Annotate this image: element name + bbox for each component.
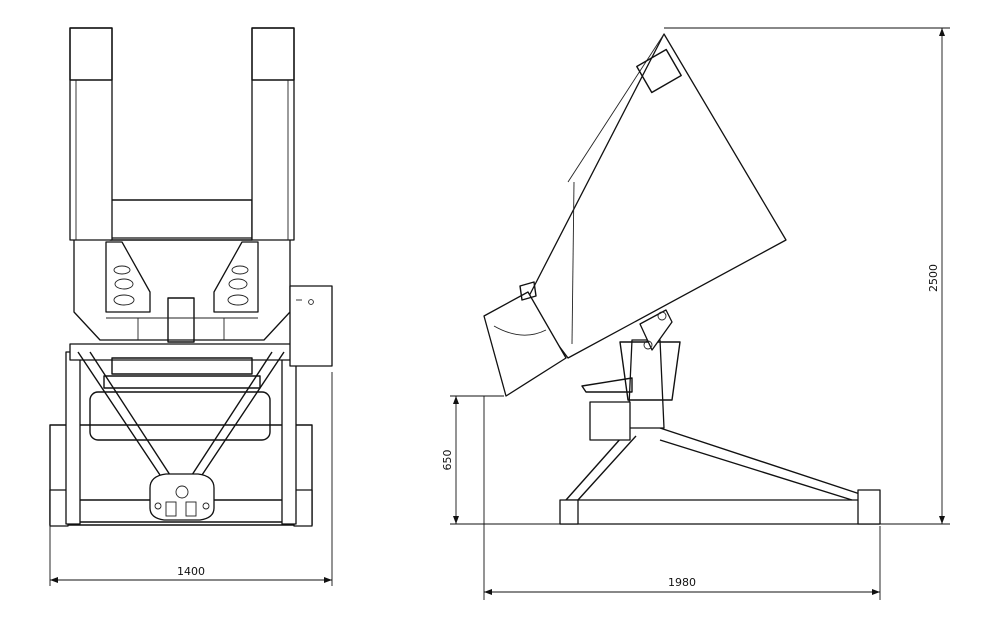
side-foot-left [559,499,579,525]
side-gearbox [589,401,631,441]
front-arm-left [69,27,113,241]
side-chute [483,291,567,397]
front-drum [89,391,271,441]
side-view [483,33,881,525]
front-leg-left [65,351,81,525]
front-side-plate-right [213,241,259,313]
front-brace-right [199,351,285,479]
side-base [559,499,881,525]
dim-side-length: 1980 [668,576,696,589]
front-motor-box [289,285,333,367]
side-foot-right [857,489,881,525]
front-tray-lower [103,375,261,389]
side-hopper-plate [636,48,682,94]
dim-front-width: 1400 [177,565,205,578]
front-hopper-top [109,199,253,241]
front-arm-right [251,27,295,241]
side-base-strut-right [659,427,867,497]
front-view [49,27,333,527]
dim-inlet-height: 650 [441,450,454,471]
front-brace-left [77,351,163,479]
front-side-plate-left [105,241,151,313]
front-base-frame [49,424,313,526]
dimensions: 1400 1980 2500 650 [49,27,950,600]
front-foot-left [49,489,69,527]
side-column [627,339,665,429]
side-hopper [525,33,787,359]
front-center-chute [167,297,195,343]
front-leg-right [281,351,297,525]
front-hub [149,473,215,521]
dim-total-height: 2500 [927,264,940,292]
front-tray [111,357,253,375]
front-foot-right [293,489,313,527]
